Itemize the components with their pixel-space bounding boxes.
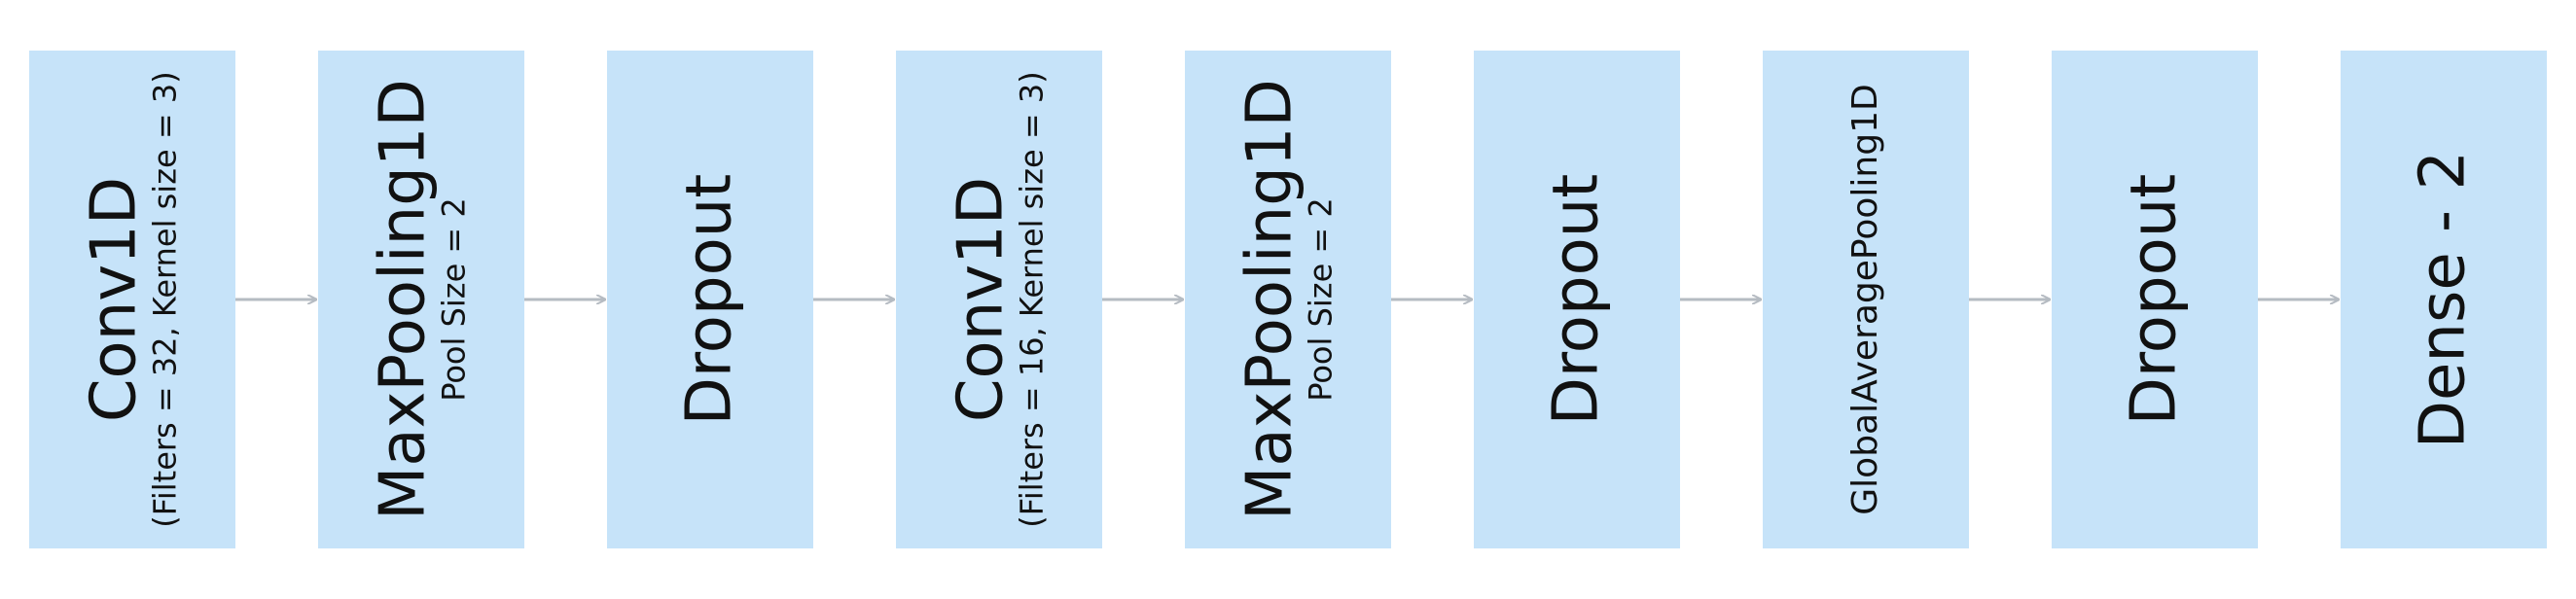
layer-detail: Pool Size = 2 [435,197,473,402]
layer-globalaveragepooling1d: GlobalAveragePooling1D [1763,51,1969,548]
layer-detail: (Filters = 32, Kernel size = 3) [146,71,184,528]
layer-dropout-2: Dropout [1474,51,1680,548]
layer-name: GlobalAveragePooling1D [1845,84,1886,515]
layer-name: Dense - 2 [2407,150,2480,449]
layer-conv1d-1: Conv1D (Filters = 32, Kernel size = 3) [29,51,235,548]
layer-maxpooling1d-1: MaxPooling1D Pool Size = 2 [318,51,524,548]
layer-detail: (Filters = 16, Kernel size = 3) [1013,71,1051,528]
layer-name: Conv1D [78,176,151,423]
layer-maxpooling1d-2: MaxPooling1D Pool Size = 2 [1185,51,1391,548]
layer-dense: Dense - 2 [2341,51,2547,548]
layer-name: Dropout [673,173,746,426]
layer-name: Dropout [1540,173,1613,426]
layer-dropout-1: Dropout [607,51,813,548]
layer-name: MaxPooling1D [367,79,440,520]
layer-detail: Pool Size = 2 [1302,197,1340,402]
layer-dropout-3: Dropout [2052,51,2258,548]
layer-name: MaxPooling1D [1234,79,1306,520]
layer-name: Dropout [2118,173,2191,426]
layer-conv1d-2: Conv1D (Filters = 16, Kernel size = 3) [896,51,1102,548]
layer-name: Conv1D [945,176,1018,423]
